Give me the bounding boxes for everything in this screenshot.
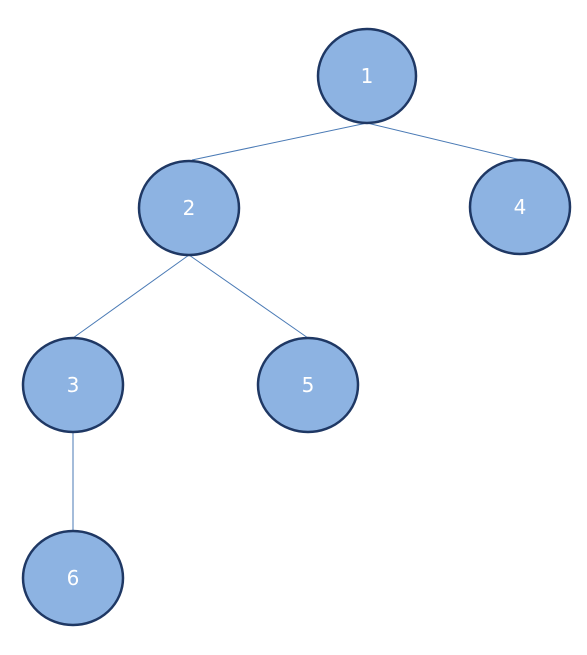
node-3-label: 3 [67, 373, 80, 397]
node-1: 1 [316, 27, 418, 125]
node-5-label: 5 [302, 373, 315, 397]
node-6: 6 [21, 529, 125, 627]
node-2-shape [137, 159, 241, 257]
nodes-layer: 1 2 4 3 5 6 [21, 27, 572, 627]
node-4-shape [468, 158, 572, 256]
node-1-shape [316, 27, 418, 125]
edge-2-5 [188, 254, 309, 339]
node-6-label: 6 [67, 566, 80, 590]
edge-1-4 [366, 122, 522, 161]
node-5-shape [256, 336, 360, 434]
node-3: 3 [21, 336, 125, 434]
edges-layer [72, 122, 522, 532]
node-3-shape [21, 336, 125, 434]
node-2-label: 2 [183, 196, 196, 220]
node-4: 4 [468, 158, 572, 256]
node-4-label: 4 [514, 195, 527, 219]
node-6-shape [21, 529, 125, 627]
node-1-label: 1 [361, 64, 374, 88]
node-5: 5 [256, 336, 360, 434]
edge-1-2 [191, 122, 368, 161]
node-2: 2 [137, 159, 241, 257]
edge-2-3 [72, 254, 190, 339]
